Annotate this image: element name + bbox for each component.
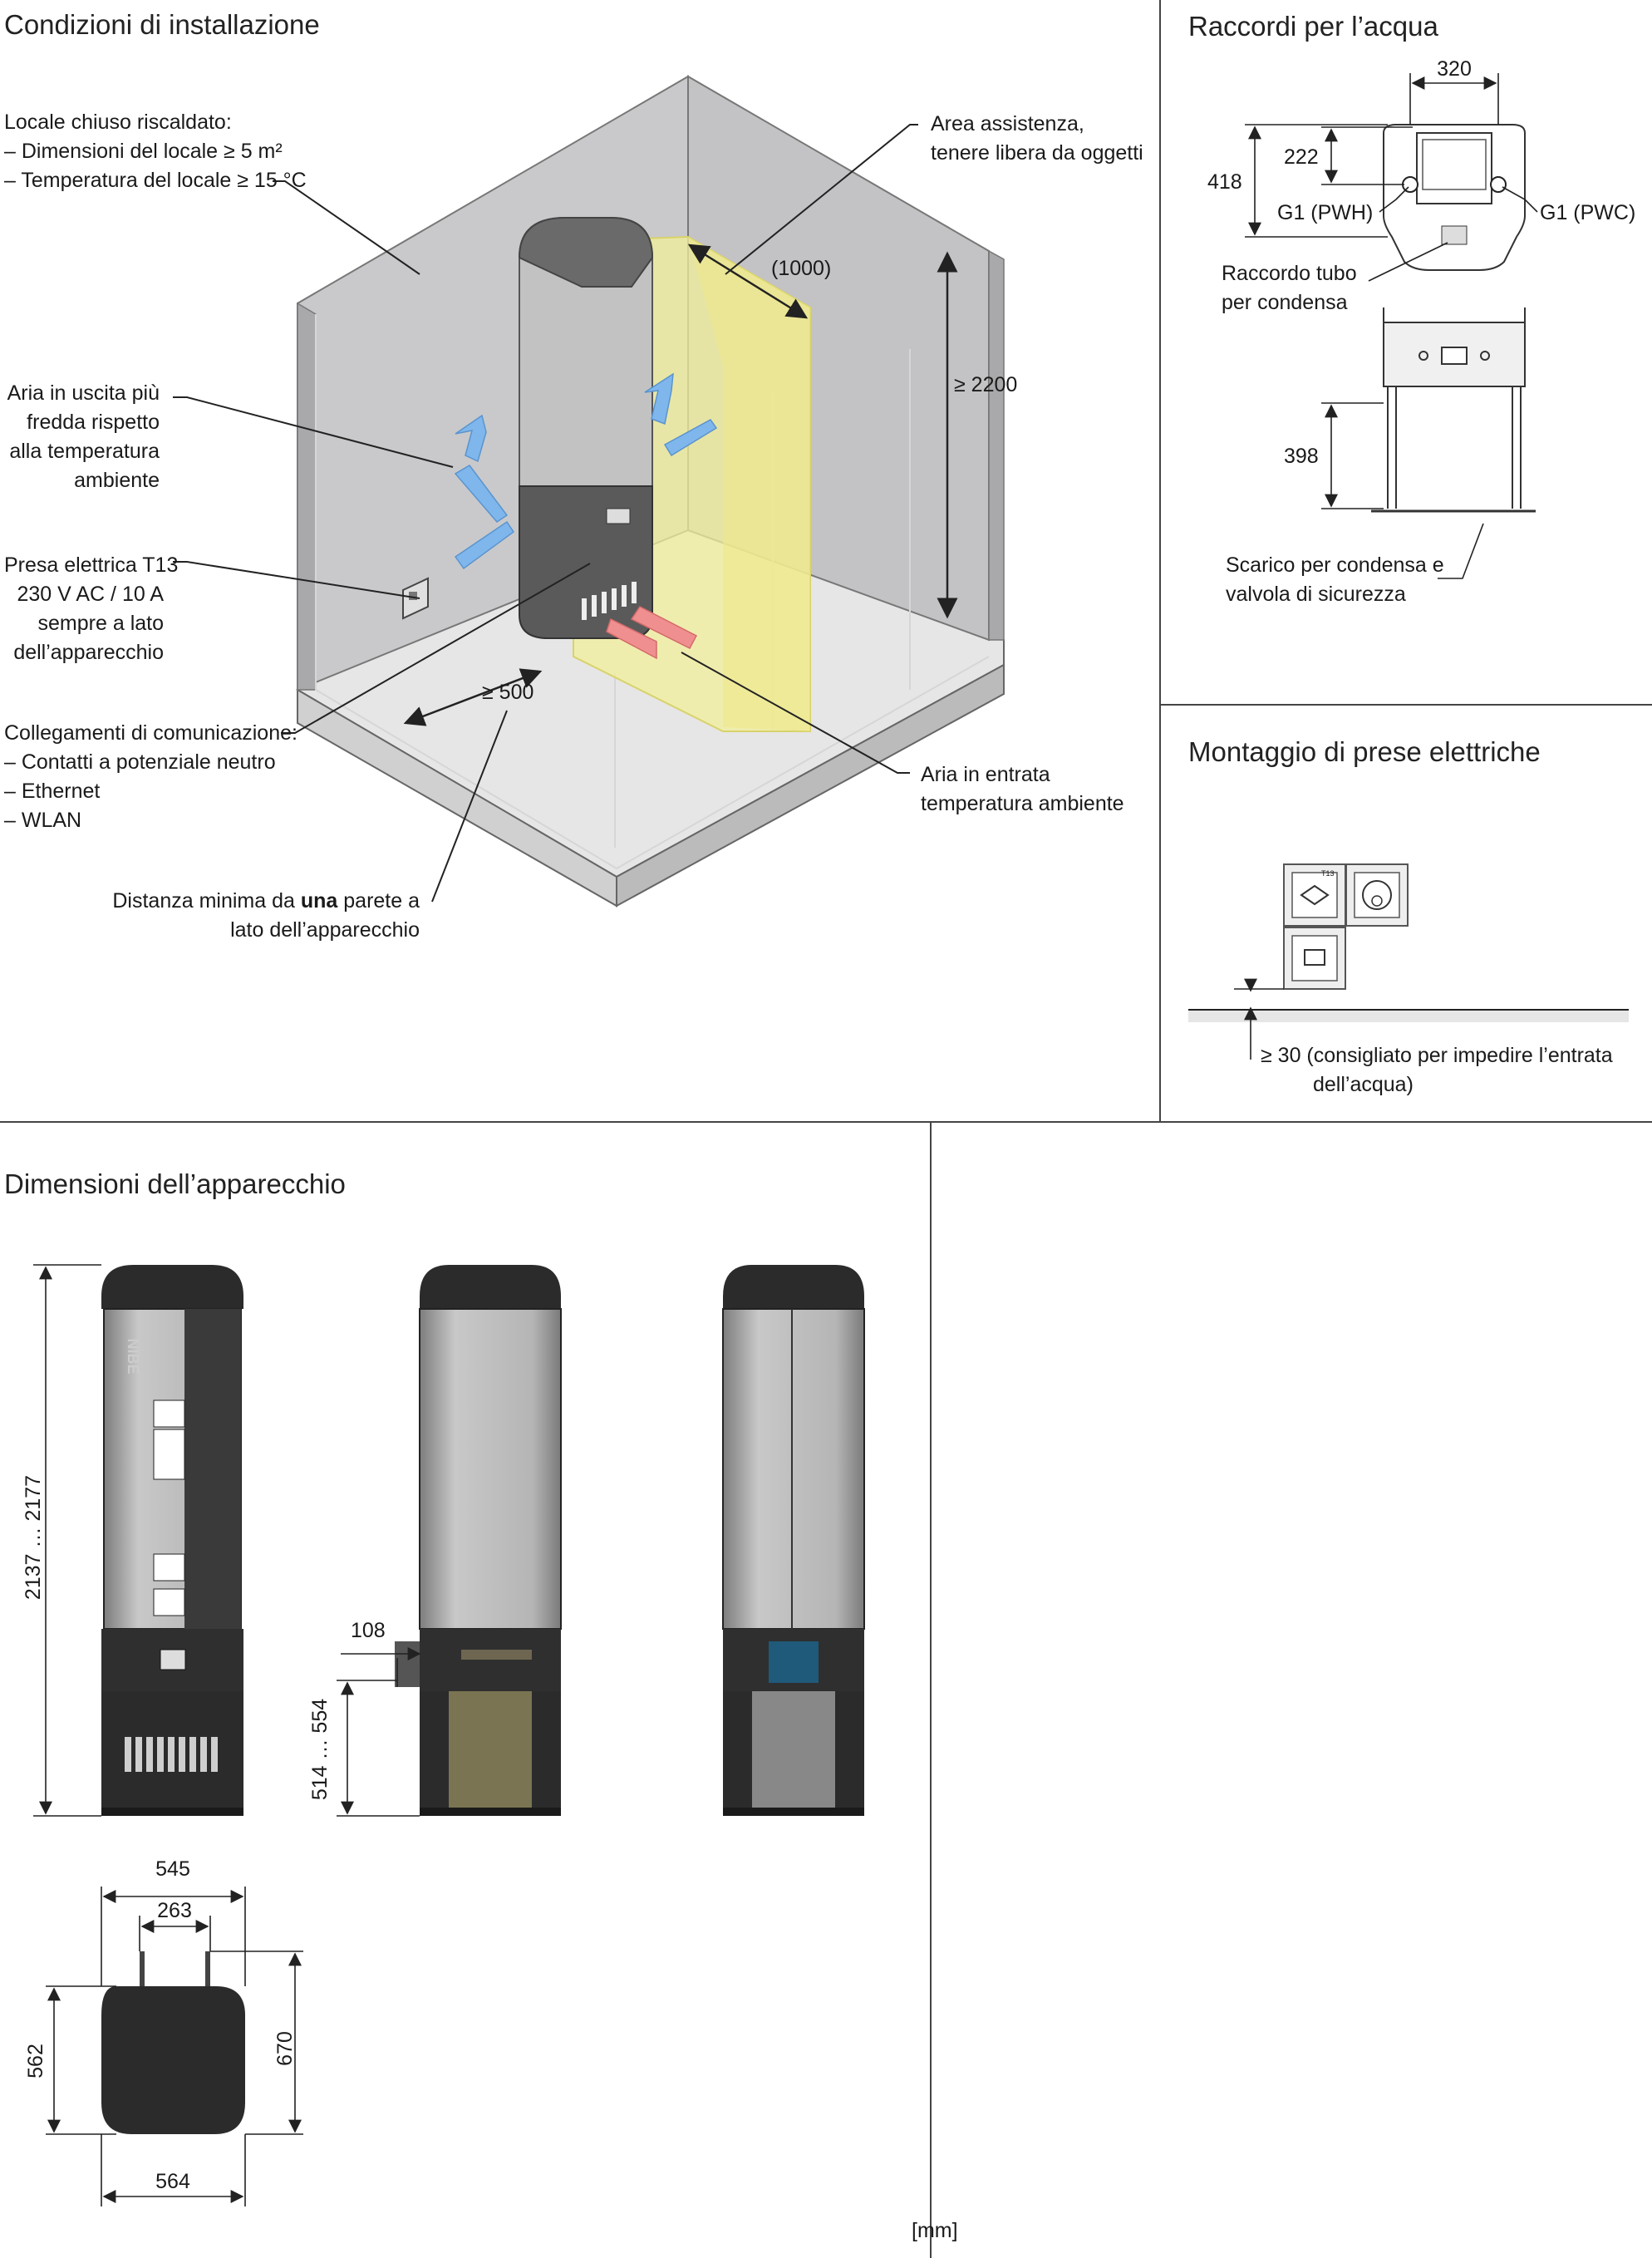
pwh-label: G1 (PWH) — [1277, 201, 1374, 224]
sockets-title: Montaggio di prese elettriche — [1188, 736, 1541, 767]
dim-564: 564 — [155, 2170, 190, 2193]
unit-dimension-lines — [33, 1264, 421, 2206]
comm-line-4: – WLAN — [4, 809, 82, 832]
air-out-line-3: alla temperatura — [9, 440, 160, 463]
service-line-2: tenere libera da oggetti — [931, 141, 1143, 165]
comm-line-2: – Contatti a potenziale neutro — [4, 750, 276, 774]
air-in-line-2: temperatura ambiente — [921, 792, 1124, 815]
dim-320: 320 — [1437, 57, 1472, 81]
dim-108: 108 — [351, 1619, 386, 1642]
cold-air-arrows — [454, 372, 718, 570]
unit-back-view — [722, 1265, 865, 1816]
room-line-3: – Temperatura del locale ≥ 15 °C — [4, 169, 307, 192]
dim-418: 418 — [1207, 170, 1242, 194]
condensate-line-1: Raccordo tubo — [1222, 262, 1357, 285]
service-depth-label: (1000) — [771, 257, 832, 280]
side-distance-label: ≥ 500 — [482, 681, 534, 704]
dimensions-title: Dimensioni dell’apparecchio — [4, 1168, 346, 1199]
room-line-2: – Dimensioni del locale ≥ 5 m² — [4, 140, 283, 163]
air-out-line-1: Aria in uscita più — [7, 381, 160, 405]
dim-398: 398 — [1284, 445, 1319, 468]
drain-line-2: valvola di sicurezza — [1226, 583, 1406, 606]
air-out-line-4: ambiente — [74, 469, 160, 492]
air-in-line-1: Aria in entrata — [921, 763, 1050, 786]
unit-mm-label: [mm] — [912, 2219, 958, 2242]
min-distance-line-1: Distanza minima da una parete a — [112, 889, 420, 913]
unit-side-view — [395, 1265, 562, 1816]
comm-line-1: Collegamenti di comunicazione: — [4, 721, 297, 745]
room-line-1: Locale chiuso riscaldato: — [4, 111, 232, 134]
condensate-line-2: per condensa — [1222, 291, 1348, 314]
dim-545: 545 — [155, 1857, 190, 1881]
dim-222: 222 — [1284, 145, 1319, 169]
brand-label: NIBE — [125, 1338, 141, 1375]
socket-line-1: Presa elettrica T13 — [4, 553, 179, 577]
warm-air-arrows — [606, 606, 698, 660]
water-title: Raccordi per l’acqua — [1188, 11, 1438, 42]
unit-front-view — [101, 1265, 243, 1816]
drain-line-1: Scarico per condensa e — [1226, 553, 1444, 577]
socket-line-4: dell’apparecchio — [13, 641, 164, 664]
comm-line-3: – Ethernet — [4, 780, 101, 803]
installation-title: Condizioni di installazione — [4, 9, 320, 40]
socket-line-2: 230 V AC / 10 A — [17, 583, 164, 606]
room-illustration — [173, 75, 1005, 908]
t13-tag: T13 — [1321, 869, 1335, 878]
service-line-1: Area assistenza, — [931, 112, 1084, 135]
socket-note-line-2: dell’acqua) — [1313, 1073, 1414, 1096]
dim-562: 562 — [24, 2044, 47, 2078]
min-distance-line-2: lato dell’apparecchio — [230, 918, 420, 942]
socket-note-line-1: ≥ 30 (consigliato per impedire l’entrata — [1261, 1044, 1613, 1067]
socket-line-3: sempre a lato — [37, 612, 164, 635]
dim-670: 670 — [273, 2031, 297, 2066]
pwc-label: G1 (PWC) — [1540, 201, 1636, 224]
unit-top-view — [101, 1951, 245, 2134]
air-out-line-2: fredda rispetto — [27, 411, 160, 434]
dim-263: 263 — [157, 1899, 192, 1922]
water-connection-drawing — [1245, 73, 1538, 579]
dim-height: 2137 … 2177 — [22, 1474, 45, 1601]
dim-pipe-height: 514 … 554 — [308, 1698, 332, 1801]
socket-mounting-drawing — [1188, 863, 1629, 1060]
height-label: ≥ 2200 — [954, 373, 1018, 396]
